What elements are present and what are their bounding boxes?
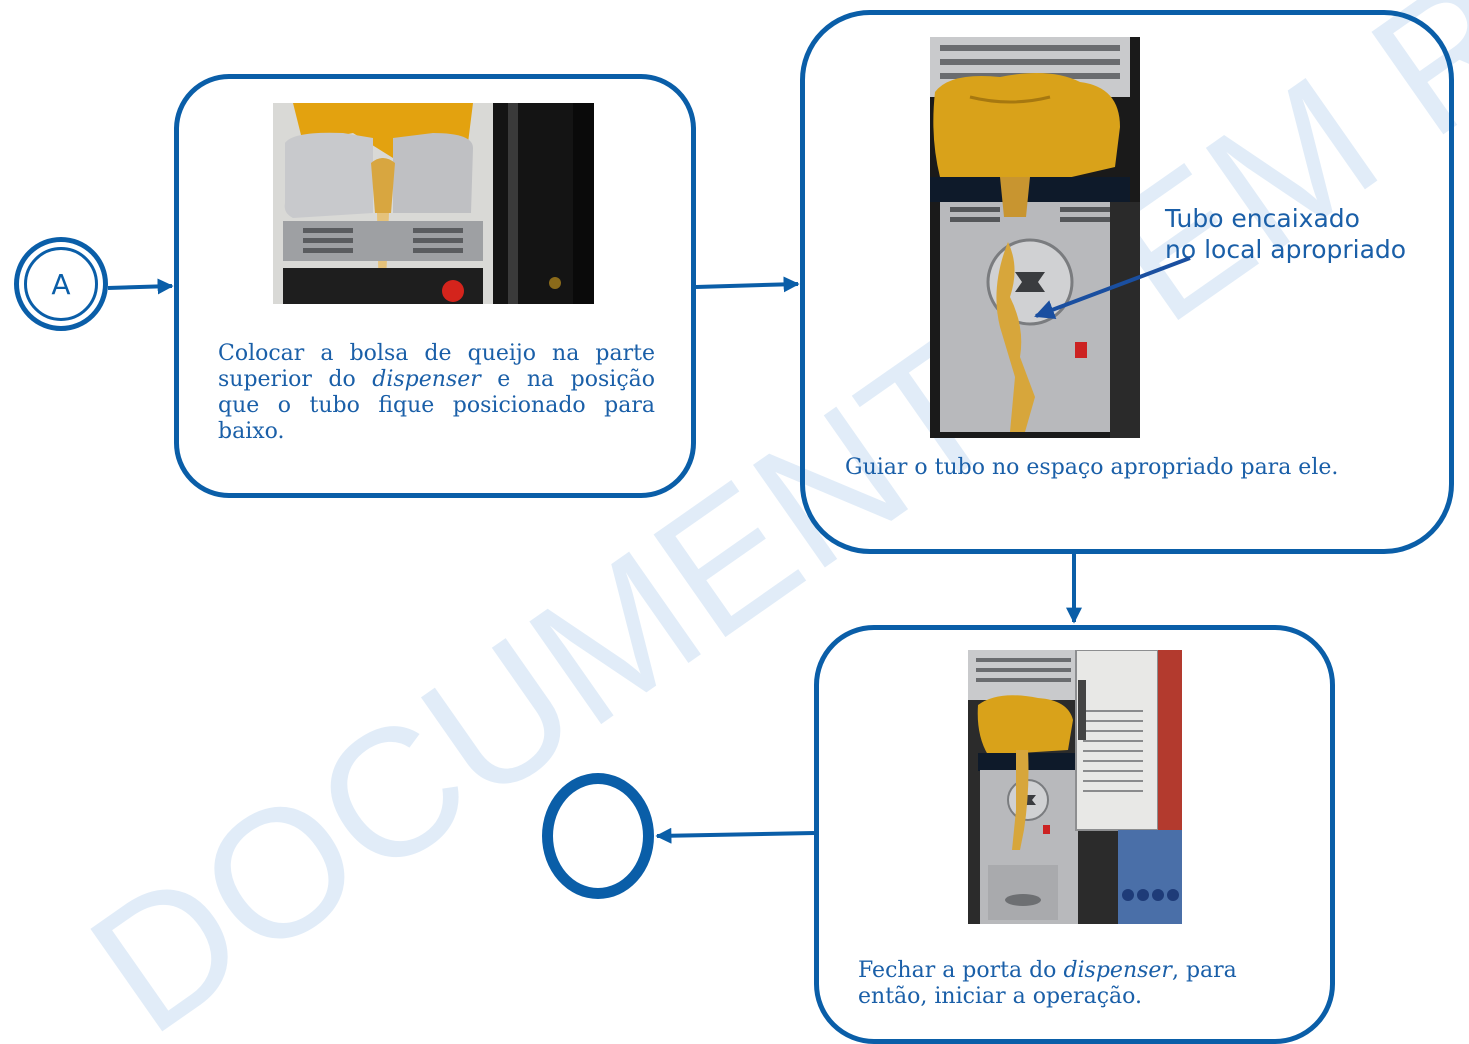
start-connector-inner: A [24,247,98,321]
cheese-bag-photo-icon [273,103,594,304]
step-1-text-part-2: e na posição que o tubo fique posicionad… [218,367,655,444]
arrow-start-to-step-1 [107,278,174,295]
step-3-text: Fechar a porta do dispenser, para então,… [858,958,1298,1010]
step-1-photo [273,103,594,304]
step-2-photo [930,37,1140,438]
start-connector: A [14,237,108,331]
step-2-text: Guiar o tubo no espaço apropriado para e… [845,455,1401,481]
step-3-text-part-2: , para então, iniciar a operação. [858,958,1237,1009]
step-3-box [814,625,1335,1044]
dispenser-door-photo-icon [968,650,1182,924]
arrow-step-3-to-end [655,827,815,844]
step-3-text-italic: dispenser [1063,958,1172,983]
step-3-photo [968,650,1182,924]
step-1-text-italic: dispenser [372,367,481,392]
tube-placement-photo-icon [930,37,1140,438]
step-2-callout-line-2: no local apropriado [1165,235,1407,264]
step-2-callout-line-1: Tubo encaixado [1165,204,1360,233]
step-1-text: Colocar a bolsa de queijo na parte super… [218,341,655,445]
step-1-text-part-1: Colocar a bolsa de queijo na parte super… [218,341,655,392]
end-connector [542,773,654,899]
start-connector-label: A [51,267,71,301]
step-2-text-content: Guiar o tubo no espaço apropriado para e… [845,455,1339,480]
step-3-text-part-1: Fechar a porta do [858,958,1064,983]
step-2-box [800,10,1454,554]
arrow-step-1-to-step-2 [695,276,800,293]
step-1-box [174,74,696,498]
